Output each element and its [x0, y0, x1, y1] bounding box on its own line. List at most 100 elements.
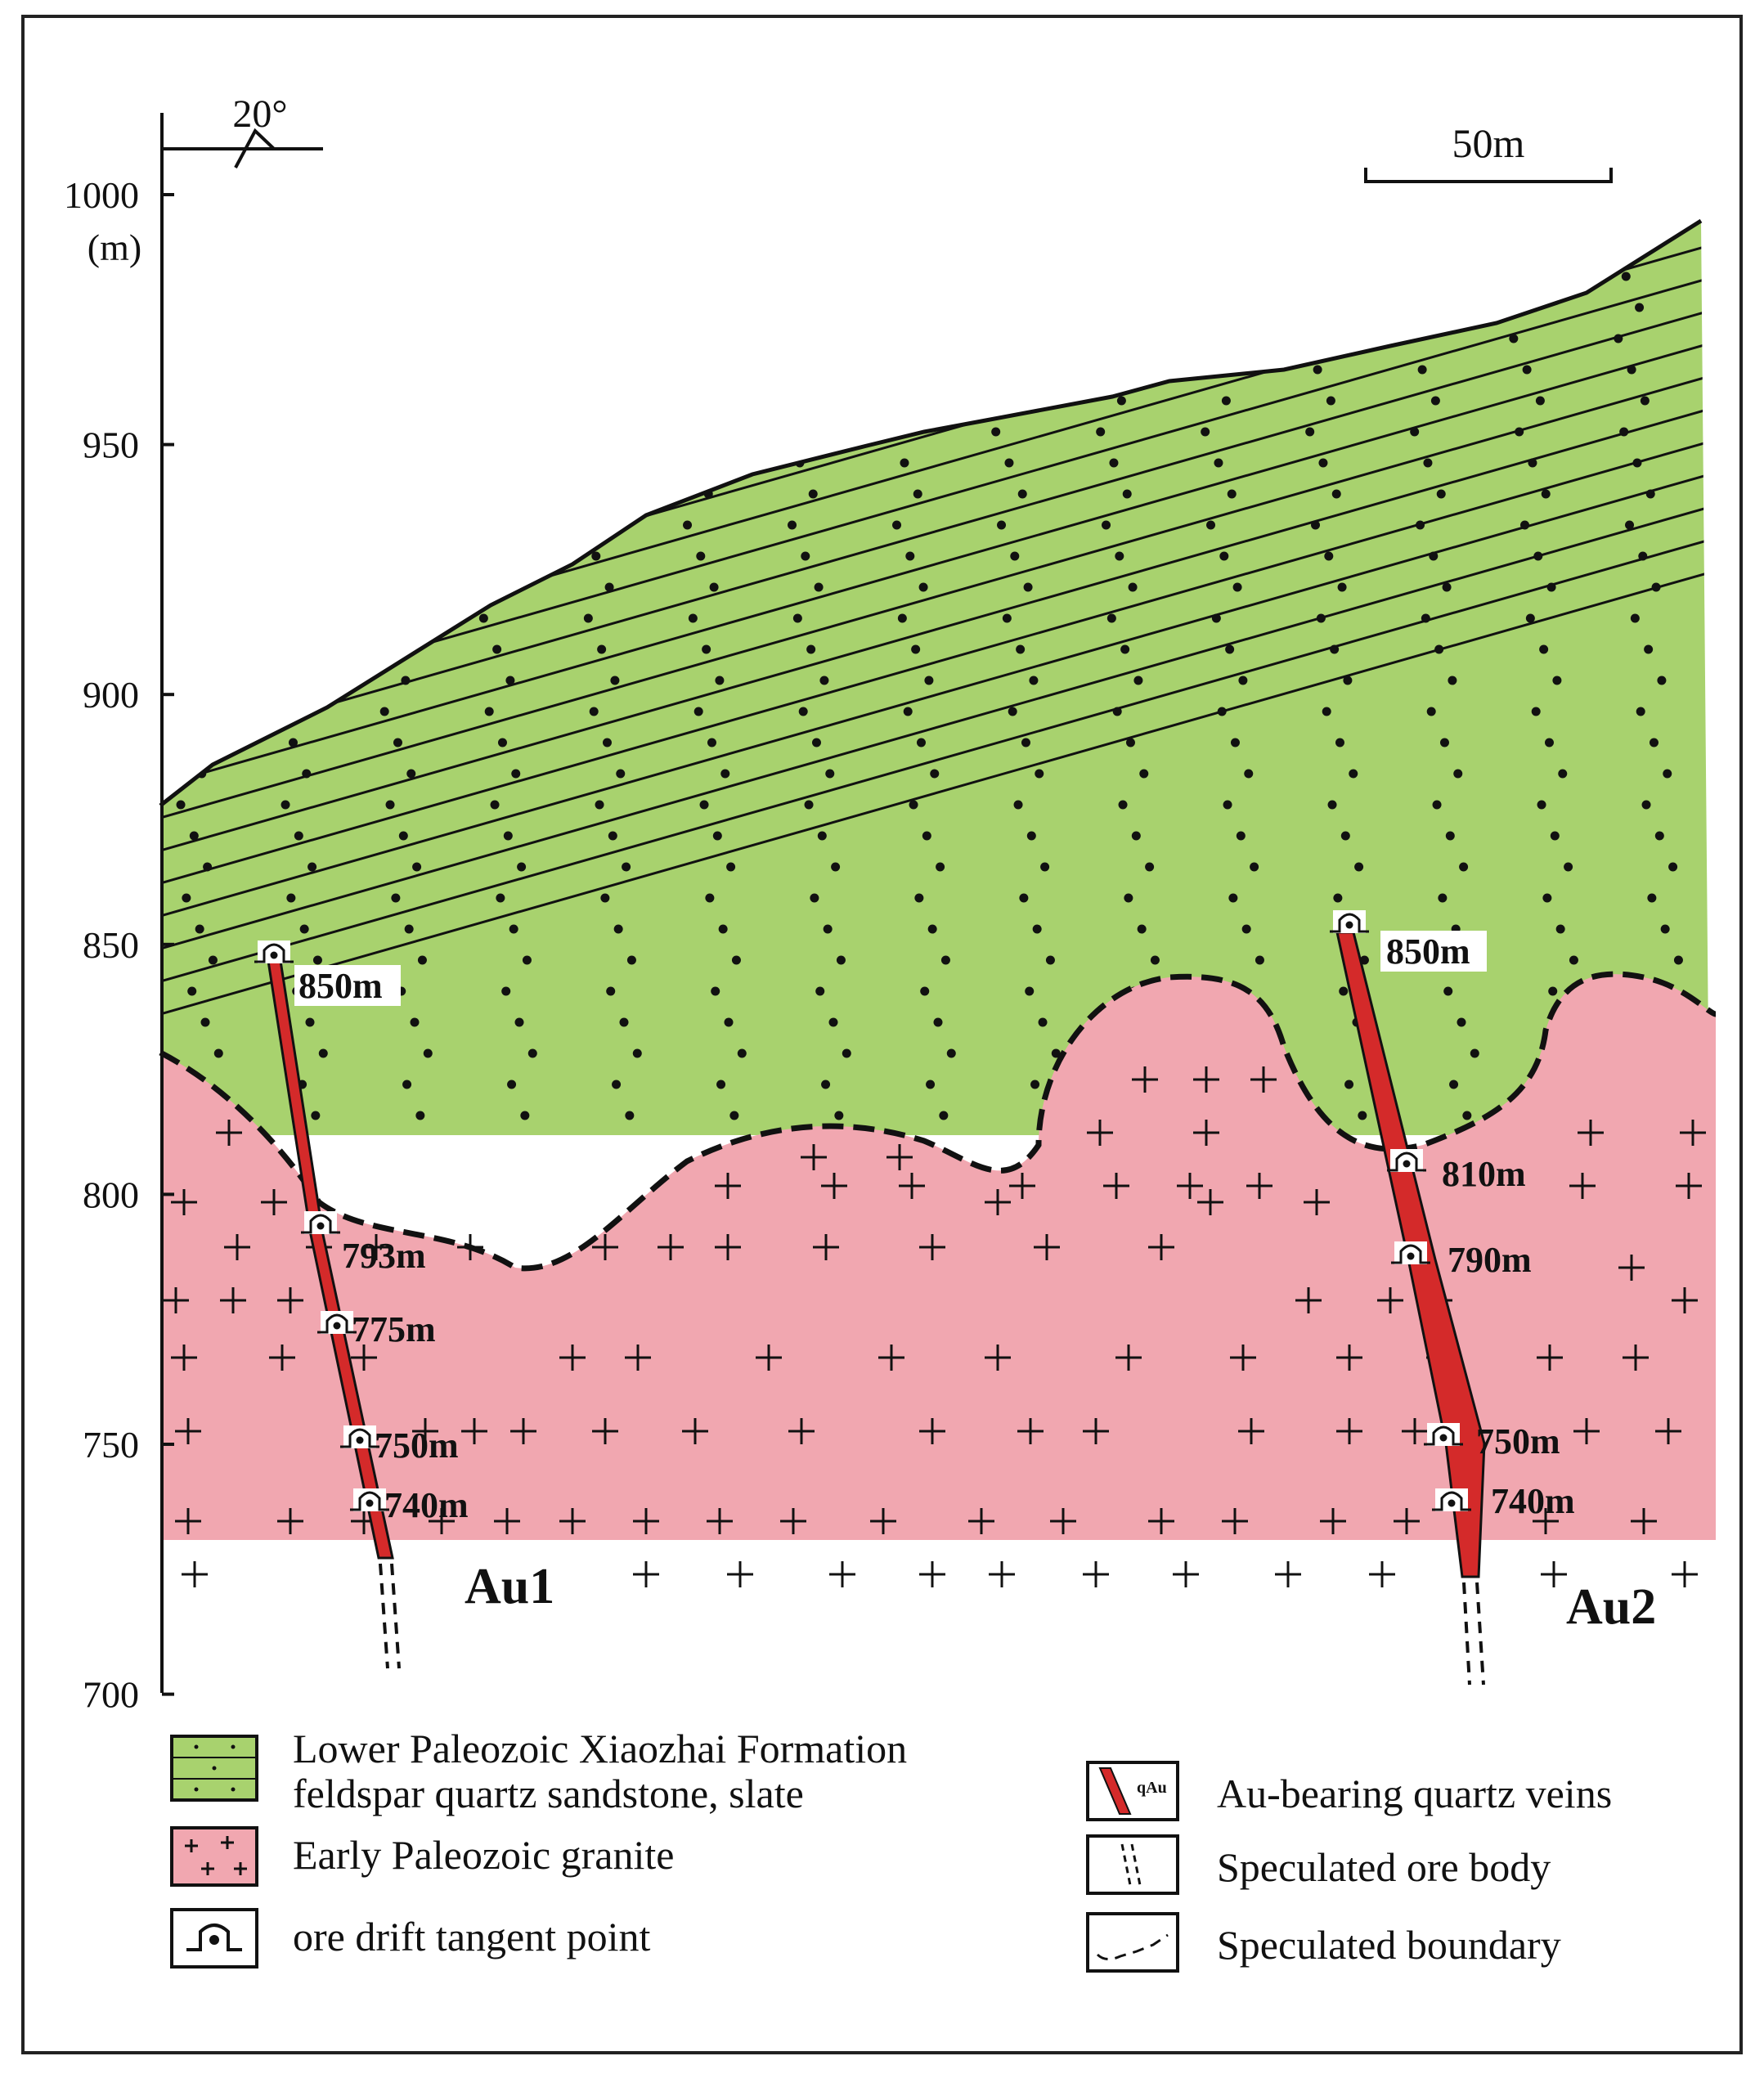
- sandstone-dot: [1107, 614, 1116, 623]
- sandstone-dot: [476, 366, 485, 375]
- sandstone-dot: [1757, 583, 1764, 592]
- sandstone-dot: [457, 241, 466, 250]
- sandstone-dot: [1019, 894, 1028, 903]
- sandstone-dot: [195, 925, 204, 934]
- sandstone-dot: [680, 272, 689, 281]
- sandstone-dot: [1526, 614, 1535, 623]
- sandstone-dot: [633, 1049, 642, 1058]
- sandstone-dot: [1132, 832, 1141, 841]
- legend-granite: Early Paleozoic granite: [293, 1832, 674, 1878]
- sandstone-dot: [1448, 676, 1457, 685]
- sandstone-dot: [470, 272, 479, 281]
- bedding-line: [160, 0, 1717, 65]
- sandstone-dot: [694, 707, 703, 716]
- sandstone-dot: [1012, 397, 1021, 406]
- sandstone-dot: [1622, 272, 1631, 281]
- sandstone-dot: [1438, 894, 1447, 903]
- sandstone-dot: [928, 925, 937, 934]
- sandstone-dot: [1556, 925, 1565, 934]
- sandstone-dot: [1627, 366, 1636, 375]
- sandstone-dot: [1335, 738, 1344, 747]
- sandstone-dot: [489, 397, 498, 406]
- sandstone-dot: [913, 490, 922, 499]
- sandstone-dot: [167, 459, 176, 468]
- sandstone-dot: [908, 397, 917, 406]
- sandstone-dot: [953, 1143, 962, 1151]
- sandstone-dot: [702, 645, 711, 654]
- bedding-line: [160, 0, 1717, 229]
- sandstone-dot: [1311, 521, 1320, 530]
- sandstone-dot: [895, 366, 904, 375]
- sandstone-dot: [1542, 894, 1551, 903]
- sandstone-dot: [1745, 397, 1754, 406]
- ore-drift-dot: [1407, 1253, 1415, 1260]
- ore-drift-dot: [1346, 922, 1353, 929]
- sandstone-dot: [411, 1018, 420, 1027]
- sandstone-dot: [388, 645, 397, 654]
- sandstone-dot: [1206, 521, 1215, 530]
- sandstone-dot: [307, 863, 316, 872]
- sandstone-dot: [1551, 832, 1560, 841]
- sandstone-dot: [1317, 614, 1326, 623]
- sandstone-dot: [690, 459, 699, 468]
- sandstone-dot: [1029, 676, 1038, 685]
- sandstone-dot: [1216, 303, 1225, 312]
- sandstone-dot: [1341, 832, 1350, 841]
- sandstone-dot: [495, 490, 504, 499]
- sandstone-dot: [939, 1111, 948, 1120]
- sandstone-dot: [270, 614, 279, 623]
- sandstone-dot: [501, 987, 510, 996]
- sandstone-dot: [384, 397, 393, 406]
- ore-drift-dot: [1448, 1500, 1456, 1507]
- sandstone-dot: [1504, 241, 1513, 250]
- sandstone-dot: [671, 334, 680, 343]
- sandstone-dot: [1453, 770, 1462, 779]
- ore-drift-dot: [1440, 1434, 1448, 1442]
- sandstone-dot: [143, 241, 152, 250]
- sandstone-dot: [997, 521, 1006, 530]
- sandstone-dot: [1332, 490, 1341, 499]
- sandstone-dot: [264, 521, 273, 530]
- sandstone-dot: [685, 366, 694, 375]
- sandstone-dot: [1718, 334, 1727, 343]
- sandstone-dot: [1625, 521, 1634, 530]
- legend-speculated-boundary: Speculated boundary: [1217, 1922, 1561, 1968]
- sandstone-dot: [1102, 521, 1111, 530]
- sandstone-dot: [386, 801, 395, 810]
- legend-quartz-symbol: qAu: [1137, 1779, 1167, 1797]
- au1-label-740: 740m: [384, 1485, 469, 1525]
- sandstone-dot: [1663, 770, 1672, 779]
- sandstone-dot: [1321, 303, 1330, 312]
- sandstone-dot: [620, 1018, 629, 1027]
- sandstone-dot: [391, 894, 400, 903]
- au2-label-790: 790m: [1448, 1240, 1532, 1280]
- sandstone-dot: [507, 1080, 516, 1089]
- sandstone-dot: [588, 303, 597, 312]
- sandstone-dot: [1223, 801, 1232, 810]
- sandstone-dot: [572, 428, 581, 437]
- sandstone-dot: [479, 614, 488, 623]
- sandstone-dot: [1532, 707, 1541, 716]
- sandstone-dot: [616, 770, 625, 779]
- sandstone-dot: [1016, 645, 1025, 654]
- sandstone-dot: [627, 956, 636, 965]
- sandstone-dot: [402, 1080, 411, 1089]
- sandstone-dot: [1462, 1111, 1471, 1120]
- sandstone-dot: [1536, 397, 1545, 406]
- sandstone-dot: [825, 770, 834, 779]
- sandstone-dot: [1614, 334, 1623, 343]
- sandstone-dot: [289, 738, 298, 747]
- sandstone-dot: [1564, 863, 1573, 872]
- sandstone-dot: [606, 987, 615, 996]
- ore-drift-dot: [1403, 1160, 1411, 1168]
- sandstone-dot: [608, 832, 617, 841]
- sandstone-dot: [1090, 334, 1099, 343]
- sandstone-dot: [182, 894, 191, 903]
- sandstone-dot: [991, 428, 1000, 437]
- sandstone-dot: [610, 676, 619, 685]
- sandstone-dot: [178, 645, 187, 654]
- sandstone-dot: [926, 1080, 935, 1089]
- ore-drift-dot: [366, 1500, 374, 1507]
- sandstone-dot: [1138, 925, 1147, 934]
- sandstone-dot: [803, 397, 812, 406]
